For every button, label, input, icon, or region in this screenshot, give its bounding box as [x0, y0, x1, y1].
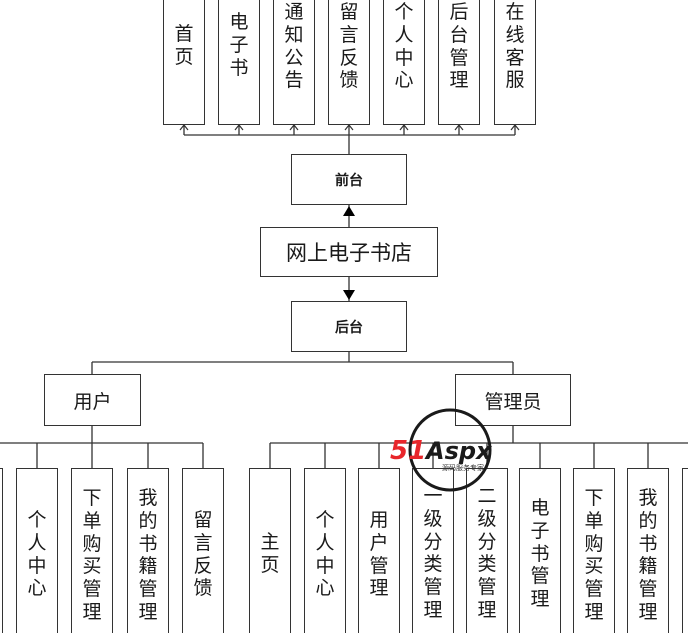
top-module-label: 后台管理: [449, 1, 469, 92]
admin-module-label: 主页: [260, 531, 280, 576]
user-node: 用户: [44, 374, 141, 426]
root-label: 网上电子书店: [286, 241, 412, 265]
watermark-tagline: 源码服务专家: [442, 463, 484, 472]
top-module-box: 在线客服: [494, 0, 536, 125]
admin-module-label: 二级分类管理: [477, 485, 497, 621]
admin-module-label: 个人中心: [315, 509, 335, 600]
front-label: 前台: [335, 172, 363, 189]
open-arrowhead: [454, 124, 464, 131]
admin-module-label: 一级分类管理: [423, 485, 443, 621]
top-module-box: 后台管理: [438, 0, 480, 125]
top-module-label: 首页: [174, 23, 194, 68]
user-module-label: 下单购买管理: [82, 487, 102, 623]
back-node: 后台: [291, 301, 407, 352]
user-module-label: 留言反馈: [193, 509, 213, 600]
top-module-label: 通知公告: [284, 1, 304, 92]
admin-module-box: 我的书籍管理: [627, 468, 669, 633]
admin-module-label: 用户管理: [369, 509, 389, 600]
top-module-box: 电子书: [218, 0, 260, 125]
top-module-label: 在线客服: [505, 1, 525, 92]
user-module-box: 个人中心: [16, 468, 58, 633]
user-module-box: 下单购买管理: [71, 468, 113, 633]
cropped-module-box: [682, 468, 688, 633]
admin-module-box: 一级分类管理: [412, 468, 454, 633]
watermark-ring: [408, 408, 492, 492]
arrow-up-icon: [343, 206, 355, 216]
back-label: 后台: [335, 319, 363, 336]
watermark-brand-51: 51: [390, 436, 426, 466]
top-module-box: 留言反馈: [328, 0, 370, 125]
admin-module-box: 下单购买管理: [573, 468, 615, 633]
root-node: 网上电子书店: [260, 227, 438, 277]
user-module-label: 我的书籍管理: [138, 487, 158, 623]
cropped-module-box: [0, 468, 3, 633]
watermark-brand-aspx: Aspx: [424, 437, 493, 465]
admin-module-label: 下单购买管理: [584, 487, 604, 623]
open-arrowhead: [289, 124, 299, 131]
top-module-box: 通知公告: [273, 0, 315, 125]
admin-module-box: 电子书管理: [519, 468, 561, 633]
top-module-box: 首页: [163, 0, 205, 125]
watermark-logo: 51 Aspx 源码服务专家: [390, 408, 493, 492]
admin-module-box: 个人中心: [304, 468, 346, 633]
top-module-box: 个人中心: [383, 0, 425, 125]
open-arrowhead: [510, 124, 520, 131]
admin-module-box: 用户管理: [358, 468, 400, 633]
open-arrowhead: [399, 124, 409, 131]
arrow-down-icon: [343, 290, 355, 300]
open-arrowhead: [344, 124, 354, 131]
admin-module-label: 我的书籍管理: [638, 487, 658, 623]
top-module-label: 留言反馈: [339, 1, 359, 92]
admin-module-box: 主页: [249, 468, 291, 633]
user-module-label: 个人中心: [27, 509, 47, 600]
user-module-box: 我的书籍管理: [127, 468, 169, 633]
open-arrowhead: [179, 124, 189, 131]
top-module-label: 个人中心: [394, 1, 414, 92]
admin-label: 管理员: [484, 390, 542, 413]
front-node: 前台: [291, 154, 407, 205]
admin-module-label: 电子书管理: [530, 497, 550, 611]
open-arrowhead: [234, 124, 244, 131]
user-label: 用户: [73, 390, 112, 413]
top-module-label: 电子书: [229, 11, 249, 79]
admin-module-box: 二级分类管理: [466, 468, 508, 633]
user-module-box: 留言反馈: [182, 468, 224, 633]
